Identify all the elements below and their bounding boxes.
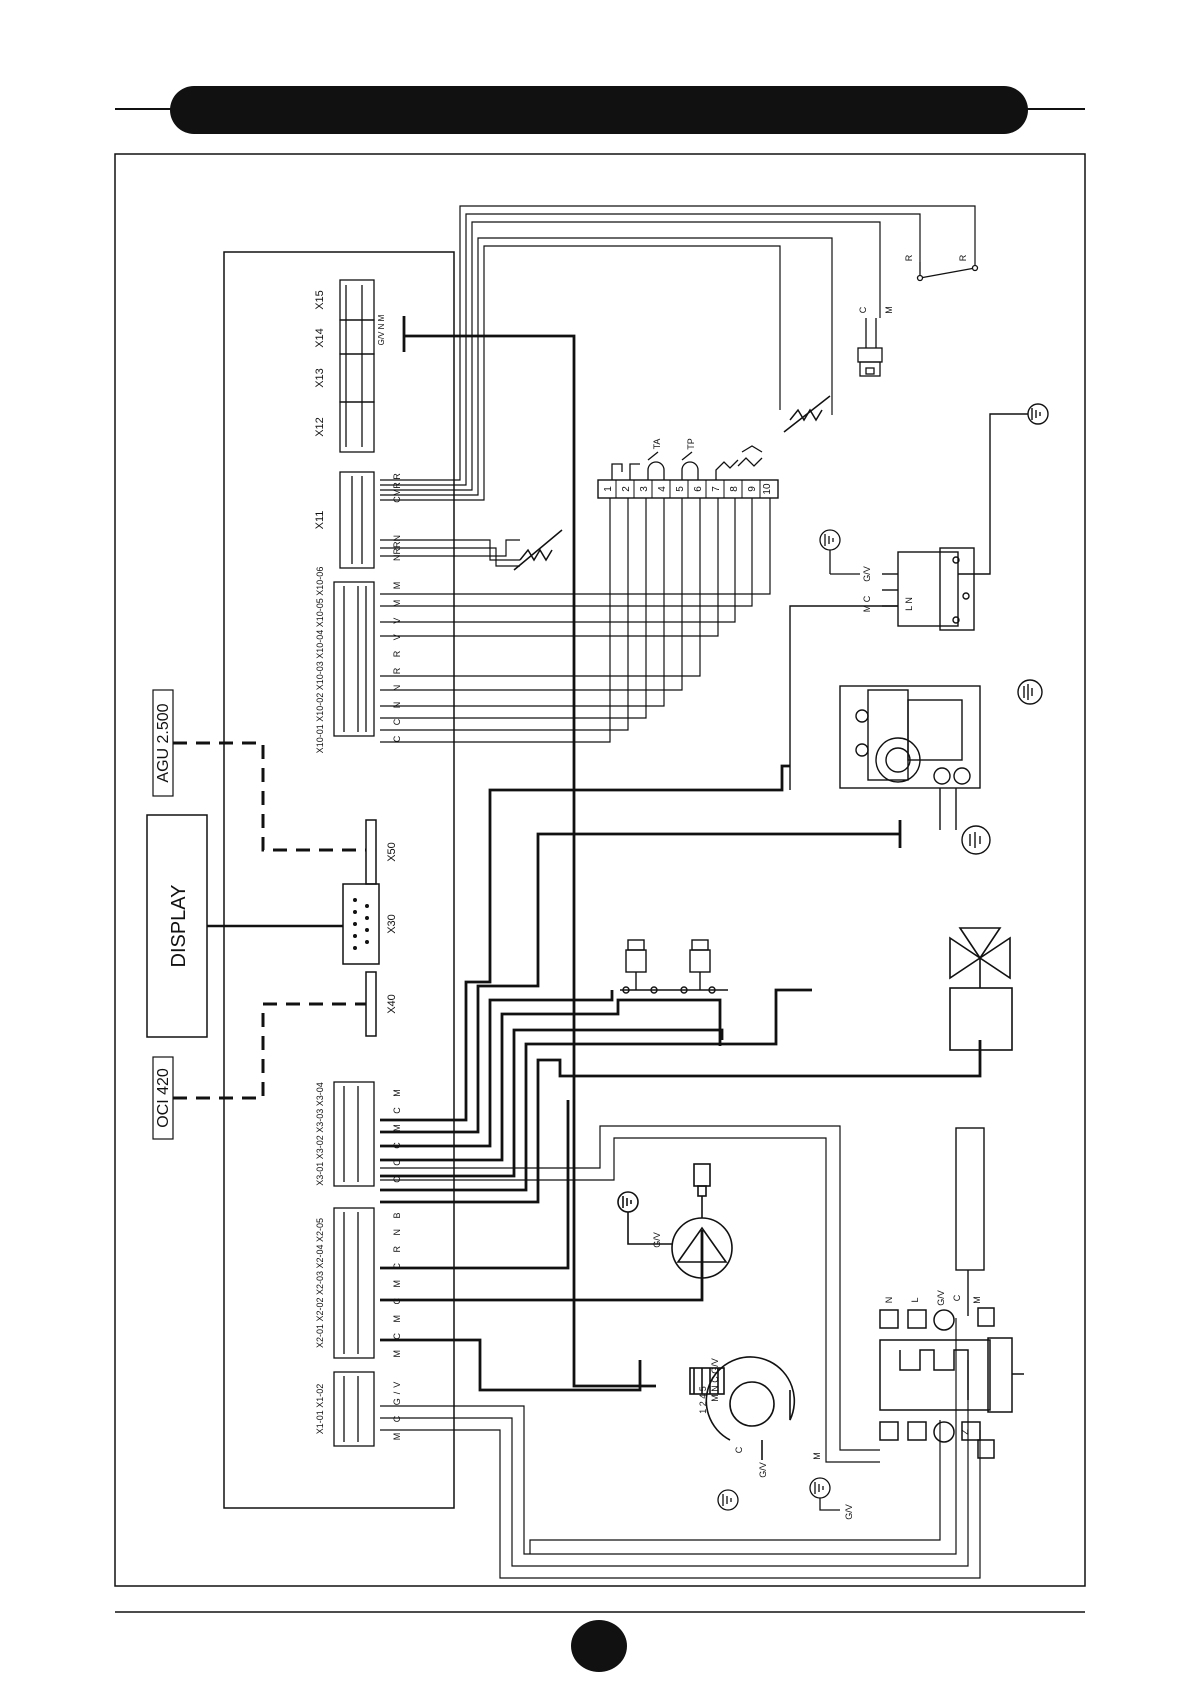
transformer-mc-label: M C — [862, 595, 872, 612]
sensor-m-label: M — [884, 306, 894, 314]
fan-m-label: M — [812, 1452, 822, 1460]
x11-pins-top: CMR R — [392, 473, 402, 503]
footer — [115, 1611, 1085, 1672]
r-switch-label: R — [958, 254, 968, 261]
valve-n-label: N — [884, 1297, 894, 1304]
valve-gv-label: G/V — [936, 1290, 946, 1306]
terminal-10: 10 — [762, 483, 773, 495]
x11-label: X11 — [314, 511, 326, 530]
sensor-c-label: C — [858, 306, 868, 313]
terminal-6: 6 — [693, 486, 704, 492]
connector-x40: X40 — [365, 971, 398, 1037]
x15-label: X15 — [314, 290, 326, 310]
connector-x10 — [333, 581, 375, 737]
fan-icon — [689, 1356, 796, 1460]
pump-icon — [617, 1163, 733, 1279]
x13-label: X13 — [314, 368, 326, 388]
ntc-sensor-icon — [513, 529, 563, 571]
oci-label: OCI 420 — [155, 1068, 172, 1128]
header-bar — [115, 86, 1085, 134]
terminal-7: 7 — [711, 486, 722, 492]
connector-x30: X30 — [342, 883, 398, 965]
fan-c-label: C — [734, 1446, 744, 1453]
x10-pins: C C N N R R V V M M — [392, 578, 402, 743]
x3-pins: C C C M C M — [392, 1085, 402, 1183]
x40-label: X40 — [386, 994, 398, 1014]
terminal-5: 5 — [675, 486, 686, 492]
valve-l-label: L — [910, 1297, 920, 1302]
connectors-x12-x15 — [339, 279, 375, 453]
valve-c-label: C — [952, 1294, 962, 1301]
terminal-block: 1 2 3 4 5 6 7 8 9 10 TA TP — [597, 438, 779, 499]
x2-group-label: X2-01 X2-02 X2-03 X2-04 X2-05 — [315, 1218, 325, 1348]
pump-gv-label: G/V — [652, 1232, 662, 1248]
thin-wires — [380, 205, 981, 1579]
connector-x2 — [333, 1207, 375, 1359]
ntc-sensor-top-icon — [783, 395, 831, 433]
diagram-frame — [114, 153, 1086, 1587]
earth-gv-label: G/V — [844, 1504, 854, 1520]
gas-valve-icon — [839, 685, 981, 830]
display-label: DISPLAY — [168, 885, 190, 968]
terminal-4: 4 — [657, 486, 668, 492]
valve-m-label: M — [972, 1296, 982, 1304]
gas-valve-earth-icon — [961, 679, 1043, 855]
terminal-3: 3 — [639, 486, 650, 492]
connector-x1 — [333, 1371, 375, 1447]
agu-box: AGU 2.500 — [152, 689, 174, 797]
transformer-earth-icon — [819, 529, 860, 575]
display-box: DISPLAY — [146, 814, 208, 1038]
fan-gv-label: G/V — [758, 1462, 768, 1478]
tp-label: TP — [686, 438, 696, 450]
electrode-icon — [955, 1127, 985, 1316]
terminal-1: 1 — [603, 486, 614, 492]
agu-label: AGU 2.500 — [155, 703, 172, 782]
r-switch — [916, 262, 979, 282]
x10-group-label: X10-01 X10-02 X10-03 X10-04 X10-05 X10-0… — [315, 567, 325, 754]
terminal-9: 9 — [747, 486, 758, 492]
connector-x50: X50 — [365, 819, 398, 885]
transformer-ln-label: L N — [904, 597, 914, 611]
r-top-label: R — [904, 254, 914, 261]
thick-wires — [380, 316, 982, 1392]
terminal-8: 8 — [729, 486, 740, 492]
connector-x3 — [333, 1081, 375, 1187]
x30-label: X30 — [386, 914, 398, 934]
x1-pins: M C G/V — [392, 1378, 402, 1441]
x12-label: X12 — [314, 417, 326, 437]
water-pressure-switch-icon — [620, 939, 728, 994]
three-way-valve-icon — [949, 927, 1013, 1051]
fan-nums-label: 1 2 4 5 — [698, 1386, 708, 1414]
x14-label: X14 — [314, 328, 326, 348]
diverter-module-icon — [879, 1307, 1024, 1459]
connector-x11 — [339, 471, 375, 569]
transformer-gv-label: G/V — [862, 566, 872, 582]
x14-pins: G/V N M — [377, 314, 386, 345]
x3-group-label: X3-01 X3-02 X3-03 X3-04 — [315, 1082, 325, 1186]
control-board — [223, 251, 455, 1509]
valve-z-label: Z — [960, 1429, 970, 1435]
fan-pins-label: M N C G/V — [710, 1358, 720, 1402]
x1-group-label: X1-01 X1-02 — [315, 1384, 325, 1435]
x2-pins: M C M C M C R N B — [392, 1209, 402, 1358]
ta-label: TA — [652, 439, 662, 450]
oci-box: OCI 420 — [152, 1056, 174, 1140]
terminal-2: 2 — [621, 486, 632, 492]
ignition-transformer-icon — [789, 547, 975, 790]
fan-earth-icon — [717, 1477, 840, 1511]
dashed-links — [173, 741, 366, 1100]
flow-sensor-icon — [857, 318, 883, 377]
x50-label: X50 — [386, 842, 398, 862]
